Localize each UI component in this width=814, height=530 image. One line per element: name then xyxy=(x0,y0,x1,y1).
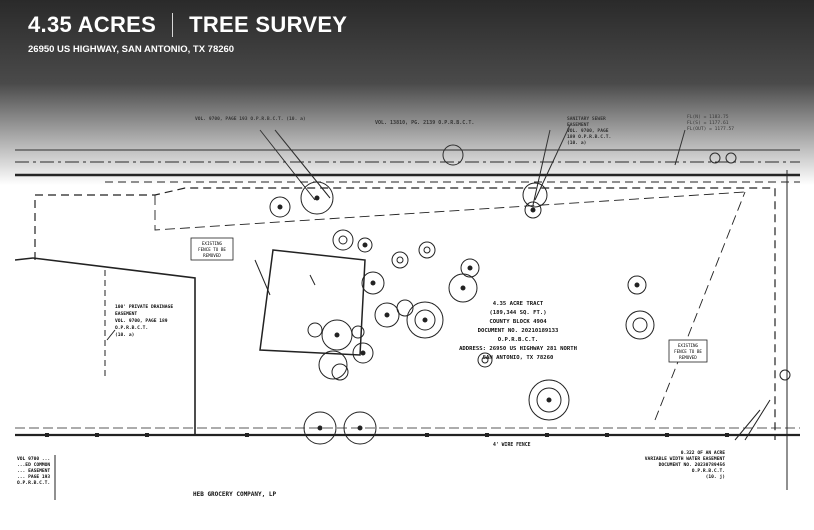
tree-marker xyxy=(396,299,414,317)
bottom-right-easement-line: 0.322 OF AN ACRE xyxy=(681,450,725,456)
elevation-notes: FL(N) = 1183.75 FL(S) = 1177.61 FL(OUT) … xyxy=(687,114,734,132)
tree-marker xyxy=(357,237,373,253)
drainage-easement-line: EASEMENT xyxy=(115,311,137,317)
tree-marker xyxy=(343,411,377,445)
survey-svg: EXISTING FENCE TO BE REMOVED EXISTING FE… xyxy=(15,110,800,500)
tract-label-line: DOCUMENT NO. 20210189133 xyxy=(478,328,559,334)
drainage-easement-label: 100' PRIVATE DRAINAGE EASEMENT VOL. 9700… xyxy=(115,304,173,338)
bottom-left-note-line: VOL 9700 ... xyxy=(17,456,50,462)
tree-markers xyxy=(269,144,791,445)
bottom-left-note-line: ... EASEMENT xyxy=(17,468,50,474)
tree-marker xyxy=(269,196,291,218)
sanitary-easement-line: VOL. 9700, PAGE xyxy=(567,128,609,134)
bottom-owner-label: HEB GROCERY COMPANY, LP xyxy=(193,491,276,498)
drainage-easement-line: (10. a) xyxy=(115,332,134,338)
fence-note-right-box: EXISTING FENCE TO BE REMOVED xyxy=(668,339,708,363)
fence-note-left-box: EXISTING FENCE TO BE REMOVED xyxy=(190,237,234,261)
tree-marker xyxy=(627,275,647,295)
sanitary-easement-line: SANITARY SEWER xyxy=(567,116,606,122)
tree-marker xyxy=(303,411,337,445)
tract-label-line: COUNTY BLOCK 4904 xyxy=(489,319,547,325)
structure-outline xyxy=(259,249,366,356)
tree-marker xyxy=(352,342,374,364)
bottom-left-note: VOL 9700 ... ...ED COMMON ... EASEMENT .… xyxy=(17,456,50,486)
elevation-line: FL(S) = 1177.61 xyxy=(687,120,729,126)
fence-note-left-line: FENCE TO BE xyxy=(198,247,226,252)
drainage-easement-line: VOL. 9700, PAGE 189 xyxy=(115,318,168,324)
property-address: 26950 US HIGHWAY, SAN ANTONIO, TX 78260 xyxy=(28,44,235,55)
acreage-title: 4.35 ACRES xyxy=(28,12,157,37)
bottom-left-note-line: O.P.R.B.C.T. xyxy=(17,480,50,486)
drainage-easement-line: O.P.R.B.C.T. xyxy=(115,325,148,331)
elevation-line: FL(N) = 1183.75 xyxy=(687,114,729,120)
tree-marker xyxy=(307,322,323,338)
tract-label-line: ADDRESS: 26950 US HIGHWAY 281 NORTH xyxy=(459,346,577,352)
sanitary-easement-line: EASEMENT xyxy=(567,122,589,128)
fence-note-left-line: EXISTING xyxy=(202,241,223,246)
bottom-right-easement-line: DOCUMENT NO. 20230789456 xyxy=(659,462,726,468)
elevation-line: FL(OUT) = 1177.57 xyxy=(687,126,734,132)
tree-marker xyxy=(448,273,478,303)
tree-marker xyxy=(321,319,353,351)
top-left-easement-label: VOL. 9700, PAGE 193 O.P.R.B.C.T. (10. a) xyxy=(195,116,306,122)
sanitary-easement-line: 189 O.P.R.B.C.T. xyxy=(567,134,611,140)
tree-marker xyxy=(374,302,400,328)
top-record-label: VOL. 13810, PG. 2139 O.P.R.B.C.T. xyxy=(375,120,474,126)
tree-marker xyxy=(391,251,409,269)
tree-marker xyxy=(351,325,365,339)
drainage-easement-line: 100' PRIVATE DRAINAGE xyxy=(115,304,173,310)
tract-label-line: O.P.R.B.C.T. xyxy=(498,337,538,343)
tract-label: 4.35 ACRE TRACT (189,344 SQ. FT.) COUNTY… xyxy=(459,301,577,361)
title-row: 4.35 ACRES TREE SURVEY xyxy=(28,12,347,38)
tree-marker xyxy=(318,350,349,381)
bottom-right-easement-line: (10. j) xyxy=(706,473,725,480)
tree-marker xyxy=(779,369,791,381)
bottom-left-note-line: ...ED COMMON xyxy=(17,462,50,468)
tree-marker xyxy=(477,352,493,368)
fence-note: 4' WIRE FENCE xyxy=(493,442,531,448)
tree-marker xyxy=(460,258,480,278)
tree-marker xyxy=(418,241,436,259)
sanitary-easement-line: (10. a) xyxy=(567,140,586,146)
bottom-right-easement-line: VARIABLE WIDTH WATER EASEMENT xyxy=(645,456,725,462)
tract-label-line: SAN ANTONIO, TX 78260 xyxy=(483,355,554,361)
tract-label-line: (189,344 SQ. FT.) xyxy=(489,310,546,316)
bottom-left-note-line: ... PAGE 193 xyxy=(17,474,50,480)
tree-marker xyxy=(625,310,655,340)
fence-note-left-line: REMOVED xyxy=(203,253,221,258)
fence-note-right-line: EXISTING xyxy=(678,343,699,348)
tree-marker xyxy=(406,301,444,339)
fence-marks xyxy=(45,433,729,437)
tree-marker xyxy=(361,271,385,295)
survey-title: TREE SURVEY xyxy=(189,12,348,37)
bottom-right-easement-line: O.P.R.B.C.T. xyxy=(692,468,725,474)
tree-marker xyxy=(332,229,354,251)
title-divider xyxy=(172,13,174,37)
bottom-right-easement-label: 0.322 OF AN ACRE VARIABLE WIDTH WATER EA… xyxy=(645,450,725,480)
tract-label-line: 4.35 ACRE TRACT xyxy=(493,301,544,307)
tree-marker xyxy=(528,379,570,421)
survey-drawing: EXISTING FENCE TO BE REMOVED EXISTING FE… xyxy=(15,110,800,500)
fence-note-right-line: FENCE TO BE xyxy=(674,349,702,354)
fence-note-right-line: REMOVED xyxy=(679,355,697,360)
